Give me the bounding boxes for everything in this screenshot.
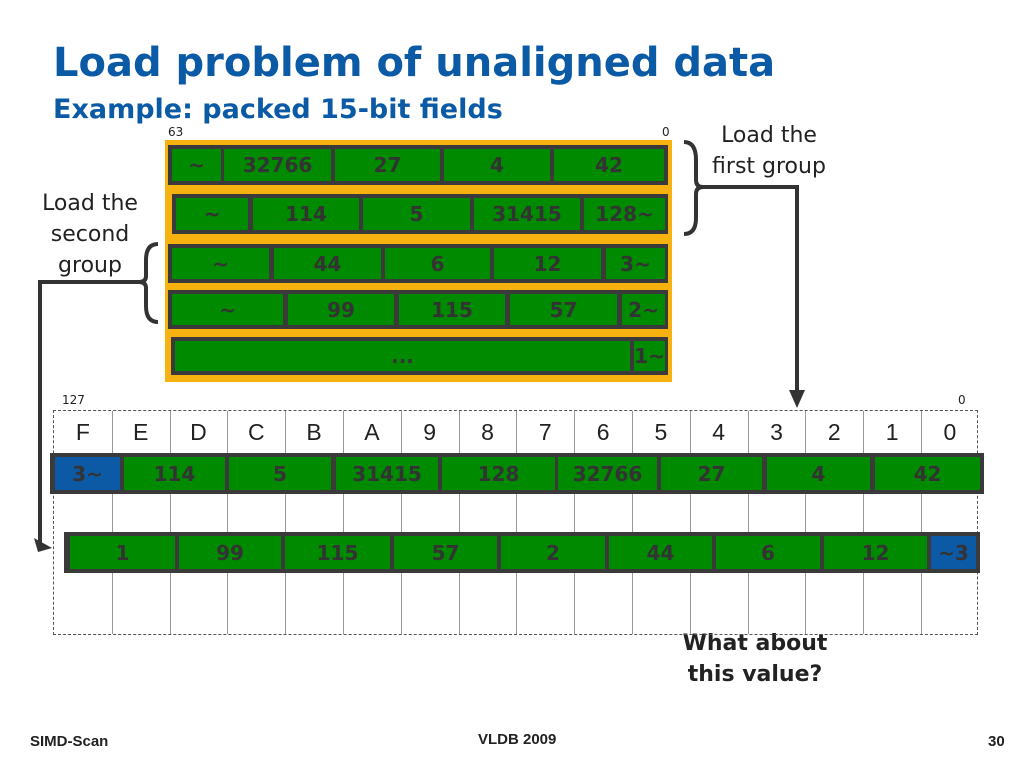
lane-label: 6 bbox=[596, 419, 610, 445]
lane-label: 4 bbox=[712, 419, 726, 445]
note-question: What about this value? bbox=[682, 631, 828, 687]
packed-field: 57 bbox=[510, 294, 617, 325]
register-field: 27 bbox=[661, 457, 762, 490]
lane-divider bbox=[632, 411, 633, 634]
lane-divider bbox=[516, 411, 518, 634]
lane-divider bbox=[921, 411, 922, 634]
lane-divider bbox=[574, 411, 576, 634]
lane-label: 5 bbox=[654, 419, 668, 445]
lane-divider bbox=[169, 411, 171, 634]
packed-field: 44 bbox=[274, 248, 381, 279]
packed-field: 99 bbox=[288, 294, 394, 325]
lane-label: 8 bbox=[481, 419, 494, 445]
register-field: 115 bbox=[285, 536, 390, 569]
register-field: 5 bbox=[229, 457, 331, 490]
first-group-arrow bbox=[703, 185, 799, 395]
register-field: 6 bbox=[716, 536, 820, 569]
register-field: 99 bbox=[179, 536, 281, 569]
lane-label: 2 bbox=[827, 419, 841, 445]
packed-field: 3~ bbox=[606, 248, 665, 279]
arrow-head-icon bbox=[789, 390, 805, 408]
packed-field: ~ bbox=[176, 198, 248, 230]
lane-divider bbox=[747, 411, 749, 634]
lane-divider bbox=[227, 411, 229, 634]
lane-label: 3 bbox=[770, 419, 783, 445]
lane-divider bbox=[111, 411, 113, 634]
slide-title: Load problem of unaligned data bbox=[53, 40, 776, 86]
register-field: 32766 bbox=[558, 457, 657, 490]
packed-field: ~ bbox=[172, 149, 221, 181]
lane-divider bbox=[285, 411, 287, 634]
slide-subtitle: Example: packed 15-bit fields bbox=[53, 94, 503, 125]
packed-field: 6 bbox=[385, 248, 490, 279]
lane-label: 7 bbox=[538, 419, 552, 445]
first-group-brace bbox=[683, 140, 704, 236]
register-field: 12 bbox=[824, 536, 927, 569]
lane-divider bbox=[400, 411, 402, 634]
bit-63-label: 63 bbox=[168, 125, 184, 139]
second-group-arrow bbox=[38, 280, 139, 545]
packed-field: 5 bbox=[363, 198, 470, 230]
note-second-group: Load the second group bbox=[42, 191, 138, 278]
lane-label: E bbox=[133, 419, 149, 445]
lane-divider bbox=[343, 411, 344, 634]
register-field: 1 bbox=[70, 536, 175, 569]
register-field: 31415 bbox=[336, 457, 438, 490]
bit-0-label: 0 bbox=[662, 125, 670, 139]
lane-label: A bbox=[364, 419, 380, 445]
packed-field: 2~ bbox=[622, 294, 665, 325]
second-group-brace bbox=[138, 242, 159, 324]
arrow-head-icon bbox=[34, 538, 52, 552]
register-field: 42 bbox=[875, 457, 980, 490]
lane-label: 1 bbox=[885, 419, 899, 445]
register-field: 128 bbox=[442, 457, 555, 490]
footer-left: SIMD-Scan bbox=[30, 733, 109, 750]
register-field: 2 bbox=[501, 536, 605, 569]
memory-row: ...1~ bbox=[171, 337, 668, 375]
lane-divider bbox=[805, 411, 807, 634]
lane-divider bbox=[689, 411, 691, 634]
packed-field: 12 bbox=[494, 248, 601, 279]
lane-label: B bbox=[306, 419, 322, 445]
packed-field: 42 bbox=[554, 149, 664, 181]
packed-field: 31415 bbox=[474, 198, 580, 230]
lane-divider bbox=[863, 411, 865, 634]
page-number: 30 bbox=[988, 733, 1005, 750]
packed-field: 115 bbox=[399, 294, 505, 325]
lane-label: F bbox=[75, 419, 90, 445]
lane-divider bbox=[458, 411, 460, 634]
footer-center: VLDB 2009 bbox=[478, 731, 557, 748]
packed-field: ~ bbox=[172, 294, 283, 325]
lane-label: D bbox=[190, 419, 207, 445]
packed-field: 128~ bbox=[584, 198, 665, 230]
split-value-field: 3~ bbox=[55, 457, 120, 490]
packed-field: 27 bbox=[335, 149, 440, 181]
register-field: 4 bbox=[767, 457, 870, 490]
simd-register-grid: F E D C B A 9 8 7 6 5 4 3 2 1 0 bbox=[53, 410, 978, 635]
lane-label: 0 bbox=[943, 419, 957, 445]
lane-label: C bbox=[247, 419, 265, 445]
packed-field: ~ bbox=[172, 248, 269, 279]
packed-field: ... bbox=[175, 341, 630, 371]
packed-field: 114 bbox=[253, 198, 359, 230]
split-value-field: ~3 bbox=[931, 536, 976, 569]
packed-field: 1~ bbox=[634, 341, 665, 371]
register-field: 57 bbox=[394, 536, 497, 569]
note-first-group: Load the first group bbox=[712, 123, 826, 179]
lane-label: 9 bbox=[423, 419, 437, 445]
register-field: 44 bbox=[609, 536, 712, 569]
register-bit-0-label: 0 bbox=[958, 393, 966, 407]
bit-127-label: 127 bbox=[62, 393, 85, 407]
register-field: 114 bbox=[124, 457, 225, 490]
packed-field: 32766 bbox=[224, 149, 331, 181]
packed-field: 4 bbox=[444, 149, 550, 181]
